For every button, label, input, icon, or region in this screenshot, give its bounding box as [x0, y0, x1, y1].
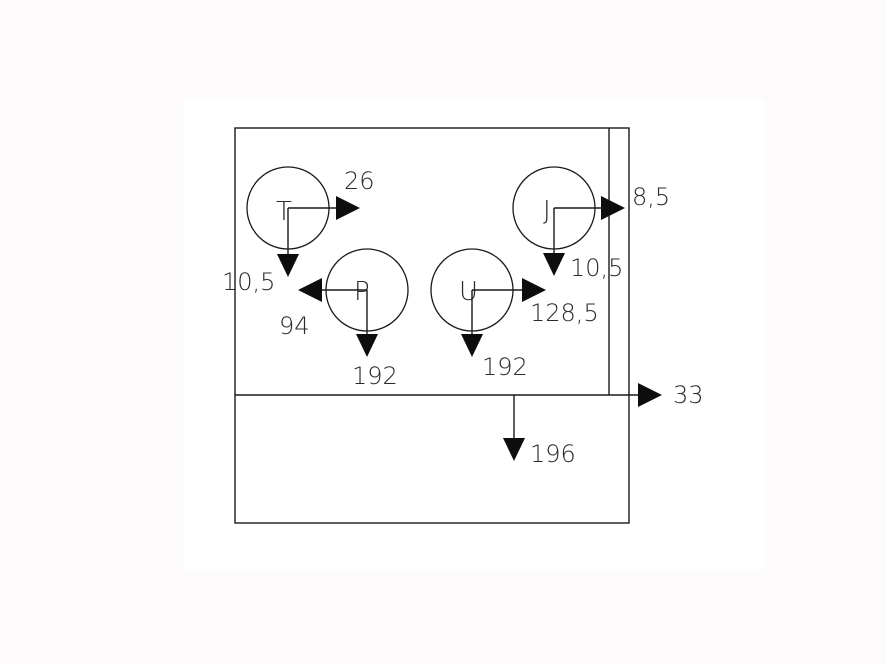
node-u: U — [430, 248, 546, 357]
label-j-right: 8,5 — [632, 183, 670, 211]
j-right-arrowhead — [601, 196, 625, 220]
t-right-arrowhead — [336, 196, 360, 220]
j-down-arrowhead — [543, 253, 565, 276]
label-beam-right: 33 — [673, 381, 704, 409]
node-u-letter: U — [459, 277, 478, 307]
beam-right-arrowhead — [638, 383, 662, 407]
node-t: T — [246, 166, 360, 277]
label-t-right: 26 — [344, 167, 375, 195]
outer-frame — [234, 127, 630, 524]
node-p: P — [298, 248, 409, 357]
node-j-letter: J — [543, 196, 551, 226]
label-p-down: 192 — [352, 362, 398, 390]
node-p-letter: P — [354, 277, 370, 307]
beam-down-arrowhead — [503, 438, 525, 461]
label-j-down: 10,5 — [570, 254, 623, 282]
u-down-arrowhead — [461, 334, 483, 357]
p-down-arrowhead — [356, 334, 378, 357]
t-down-arrowhead — [277, 254, 299, 277]
node-j: J — [512, 166, 625, 276]
p-left-arrowhead — [298, 278, 322, 302]
label-p-left: 94 — [279, 312, 310, 340]
beam-arrows — [503, 383, 662, 461]
label-t-down: 10,5 — [222, 268, 275, 296]
node-t-letter: T — [276, 197, 292, 227]
label-u-right: 128,5 — [530, 299, 599, 327]
label-beam-down: 196 — [530, 440, 576, 468]
label-u-down: 192 — [482, 353, 528, 381]
u-right-arrowhead — [522, 278, 546, 302]
